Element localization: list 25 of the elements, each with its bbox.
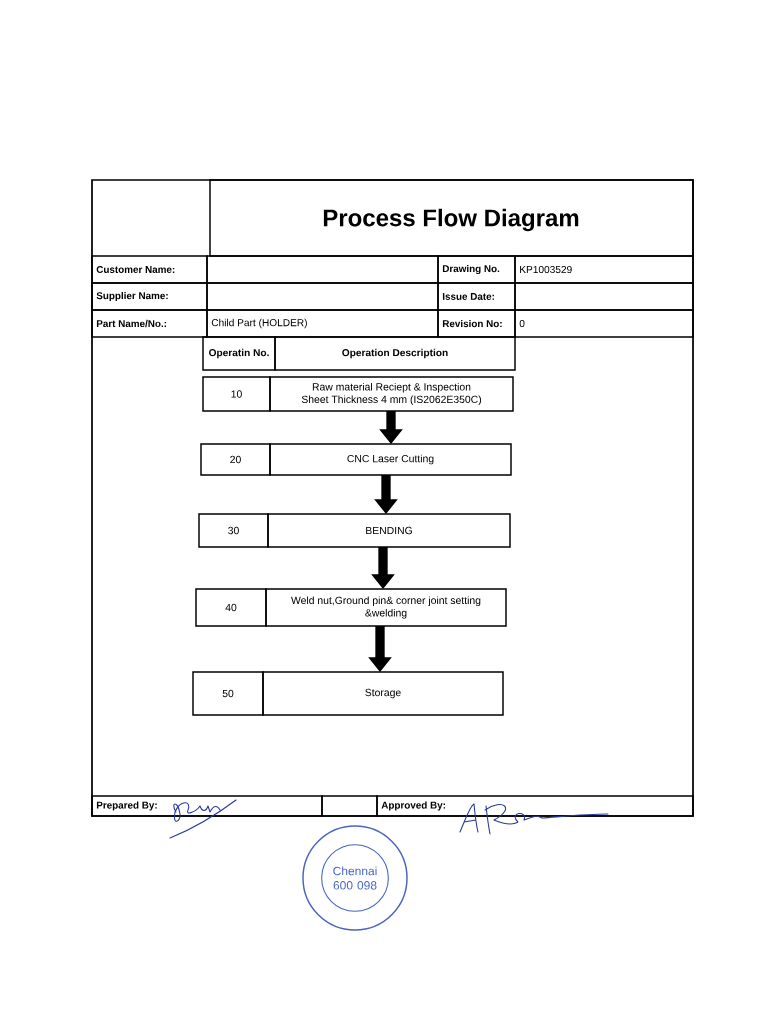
label-cell: Issue Date:	[437, 282, 516, 311]
operation-number-cell: 20	[200, 443, 271, 476]
column-header-cell: Operation Description	[274, 336, 516, 371]
value-cell: 0	[514, 309, 694, 338]
operation-number-cell: 50	[192, 671, 264, 716]
column-header-cell: Operatin No.	[202, 336, 276, 371]
operation-description-cell: BENDING	[267, 513, 511, 548]
operation-description-cell: Raw material Reciept & Inspection Sheet Thickness 4 mm (IS2062E350C)	[269, 376, 514, 412]
operation-description-cell: Weld nut,Ground pin& corner joint setting &welding	[265, 588, 507, 627]
signature-field: Prepared By:	[91, 795, 323, 817]
stamp: Chennai 600 098	[302, 825, 408, 931]
signature-field: Approved By:	[376, 795, 694, 817]
operation-number-cell: 40	[195, 588, 267, 627]
label-cell: Supplier Name:	[91, 282, 208, 311]
operation-description-cell: CNC Laser Cutting	[269, 443, 512, 476]
label-cell: Customer Name:	[91, 255, 208, 284]
operation-number-cell: 30	[198, 513, 269, 548]
label-cell: Part Name/No.:	[91, 309, 208, 338]
operation-number-cell: 10	[202, 376, 271, 412]
value-cell: Child Part (HOLDER)	[206, 309, 439, 338]
operation-description-cell: Storage	[262, 671, 504, 716]
value-cell: KP1003529	[514, 255, 694, 284]
label-cell: Revision No:	[437, 309, 516, 338]
label-cell: Drawing No.	[437, 255, 516, 284]
title-cell: Process Flow Diagram	[209, 179, 694, 257]
